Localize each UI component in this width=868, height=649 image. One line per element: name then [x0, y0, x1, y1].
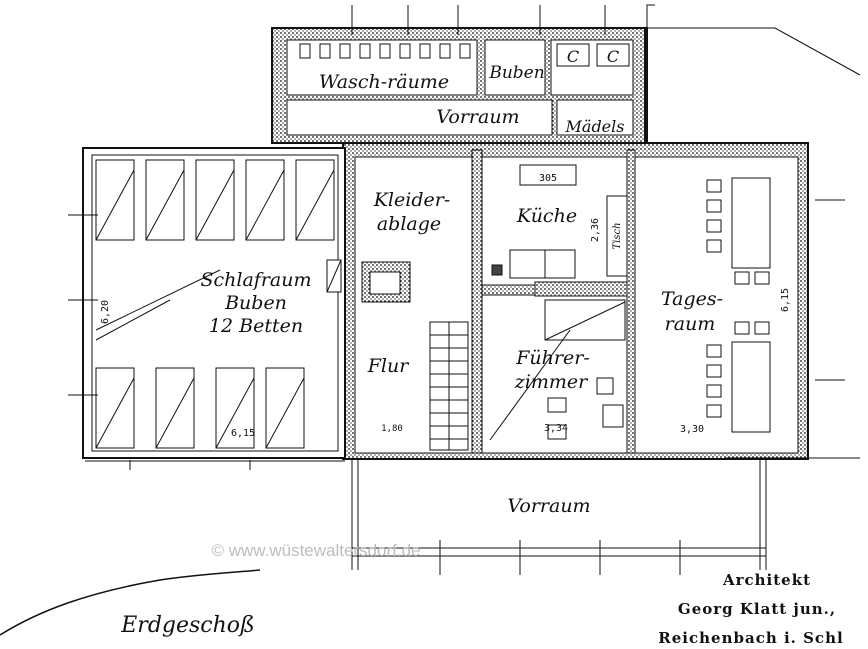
dim-fuehrer-bottom: 3,34: [544, 423, 568, 434]
architect-place: Reichenbach i. Schl: [658, 629, 843, 647]
label-kleider-2: ablage: [377, 213, 441, 235]
staircase: [429, 321, 469, 451]
dim-schlaf-left: 6,20: [100, 300, 111, 324]
label-schlafraum-2: Buben: [224, 292, 287, 314]
dim-tages-side: 6,15: [780, 288, 791, 312]
day-room-furniture: [706, 177, 771, 433]
label-buben-top: Buben: [488, 63, 544, 83]
label-flur: Flur: [367, 355, 410, 377]
grid-lines: [68, 5, 845, 470]
beds: [95, 159, 335, 449]
label-vorraum-bottom: Vorraum: [507, 495, 590, 517]
main-building: [82, 142, 809, 460]
lower-vorraum: [85, 457, 860, 575]
label-kueche: Küche: [516, 205, 577, 227]
dim-kitchen-wall: 2,36: [590, 218, 601, 242]
label-schlafraum-1: Schlafraum: [201, 269, 312, 291]
wash-wing: C C: [271, 4, 861, 144]
dim-stair: 1,80: [381, 424, 403, 434]
wc-c2: C: [607, 47, 619, 66]
dim-schlaf-bottom: 6,15: [231, 428, 255, 439]
architect-name: Georg Klatt jun.,: [678, 600, 836, 618]
label-erdgeschoss: Erdgeschoß: [120, 613, 254, 638]
dim-tages-bottom: 3,30: [680, 424, 704, 435]
label-kleider-1: Kleider-: [373, 189, 451, 211]
label-tages-1: Tages-: [661, 288, 723, 310]
label-fuehrer-2: zimmer: [514, 371, 589, 393]
site-curve: [0, 569, 261, 636]
kitchen-fixtures: [491, 164, 628, 279]
label-tages-2: raum: [665, 313, 716, 335]
label-schlafraum-3: 12 Betten: [209, 315, 303, 337]
label-vorraum-top: Vorraum: [436, 106, 519, 128]
architect-title: Architekt: [722, 571, 811, 589]
dim-table: Tisch: [612, 222, 623, 249]
watermark: © www.wüstewaltersdorf.de: [211, 541, 420, 560]
label-maedels: Mädels: [565, 117, 625, 136]
label-fuehrer-1: Führer-: [515, 347, 590, 369]
wc-c1: C: [567, 47, 579, 66]
label-waschraeume: Wasch-räume: [319, 71, 449, 93]
dim-kitchen-stove: 305: [539, 173, 557, 184]
office-furniture: [489, 299, 626, 441]
